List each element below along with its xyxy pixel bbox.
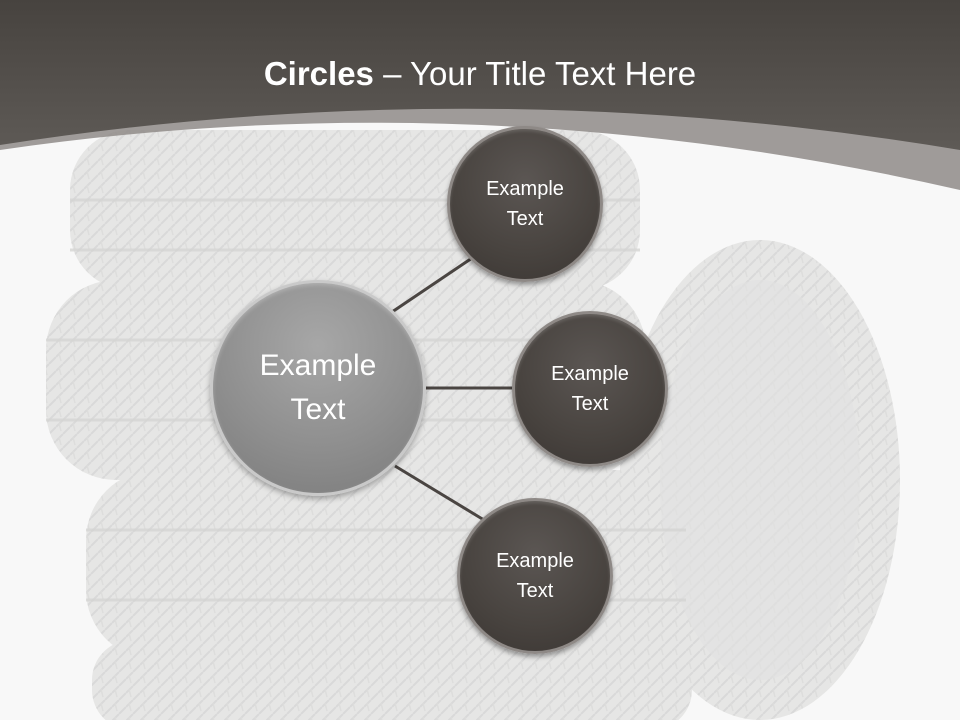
node-top-line1: Example [486,178,564,200]
connector-top [391,252,479,314]
node-middle-line2: Text [571,393,609,415]
connector-lines [391,252,516,522]
node-circle-bottom[interactable]: Example Text [457,498,613,654]
center-circle-line1: Example [259,349,377,382]
slide-title: Circles – Your Title Text Here [0,52,960,96]
node-circle-top[interactable]: Example Text [447,126,603,282]
center-circle[interactable]: Example Text [210,280,426,496]
center-circle-line2: Text [290,393,346,426]
node-top-line2: Text [506,208,544,230]
node-middle-line1: Example [551,363,629,385]
node-bottom-line2: Text [516,580,554,602]
connector-bottom [394,464,485,522]
node-circle-middle[interactable]: Example Text [512,311,668,467]
node-bottom-line1: Example [496,550,574,572]
title-rest: – Your Title Text Here [373,55,697,92]
title-bold: Circles [263,55,374,92]
header-bar [0,0,960,150]
